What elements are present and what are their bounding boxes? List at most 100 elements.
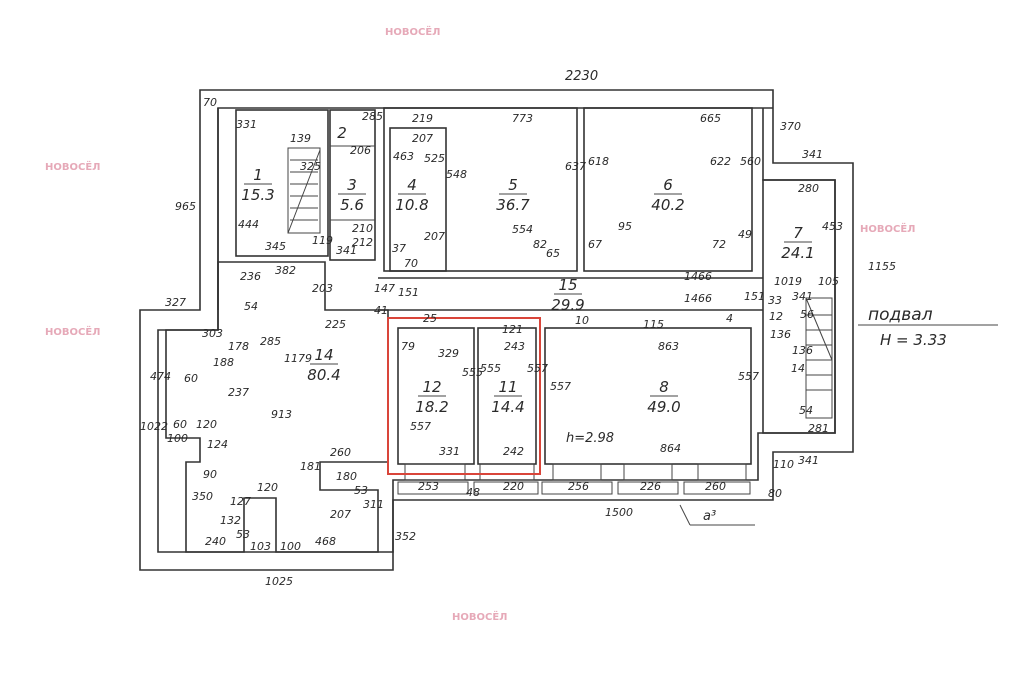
dimension-label: 243 (504, 340, 525, 353)
room-area: 10.8 (395, 196, 428, 214)
dimension-label: 41 (374, 304, 388, 317)
room-area: 24.1 (781, 244, 814, 262)
room-number: 3 (347, 176, 357, 194)
dimension-label: 100 (280, 540, 301, 553)
dimension-label: 220 (503, 480, 524, 493)
dimension-label: 474 (150, 370, 171, 383)
dimension-label: 56 (800, 308, 814, 321)
dimension-label: 90 (203, 468, 217, 481)
dimension-label: 260 (330, 446, 351, 459)
dimension-label: 72 (712, 238, 726, 251)
dimension-label: 48 (466, 486, 480, 499)
dimension-label: 965 (175, 200, 196, 213)
dimension-label: 10 (575, 314, 589, 327)
dimension-label: 370 (780, 120, 801, 133)
floor-label: подвал (868, 305, 933, 325)
dimension-label: 327 (165, 296, 186, 309)
room-number: 1 (253, 166, 263, 184)
room-number: 7 (793, 224, 803, 242)
inner-wall (157, 107, 836, 553)
room-area: 14.4 (491, 398, 524, 416)
dimension-label: 67 (588, 238, 602, 251)
dimension-label: 341 (336, 244, 357, 257)
room-area: 36.7 (496, 196, 530, 214)
dimension-label: 280 (798, 182, 819, 195)
dimension-label: 555 (480, 362, 501, 375)
dimension-label: 82 (533, 238, 547, 251)
watermark-logo: НОВОСЁЛ (452, 609, 507, 623)
dimension-label: 622 (710, 155, 731, 168)
room-number: 2 (337, 124, 347, 142)
dimension-label: 124 (207, 438, 228, 451)
room-area: 5.6 (340, 196, 364, 214)
dimension-label: 120 (257, 481, 278, 494)
axis-mark: а³ (703, 509, 716, 524)
dimension-label: 4 (726, 312, 733, 325)
axis-line (679, 504, 691, 526)
dimension-label: 468 (315, 535, 336, 548)
dimension-label: 212 (352, 236, 373, 249)
dimension-label: 206 (350, 144, 371, 157)
dimension-label: 260 (705, 480, 726, 493)
room-number: 12 (422, 378, 441, 396)
dimension-label: 325 (300, 160, 321, 173)
dimension-label: 237 (228, 386, 249, 399)
dimension-label: 210 (352, 222, 373, 235)
dimension-label: 207 (412, 132, 433, 145)
dimension-label: 285 (260, 335, 281, 348)
dimension-label: 253 (418, 480, 439, 493)
dimension-label: 1500 (605, 506, 633, 519)
dimension-label: 236 (240, 270, 261, 283)
dimension-label: 864 (660, 442, 681, 455)
dimension-label: 207 (330, 508, 351, 521)
dimension-label: 331 (236, 118, 257, 131)
dimension-label: 136 (792, 344, 813, 357)
dimension-label: 95 (618, 220, 632, 233)
dimension-label: 181 (300, 460, 321, 473)
dimension-label: 60 (173, 418, 187, 431)
dimension-label: 1025 (265, 575, 293, 588)
dimension-label: 54 (799, 404, 813, 417)
dimension-label: 219 (412, 112, 433, 125)
dimension-label: 79 (401, 340, 415, 353)
dimension-label: 242 (503, 445, 524, 458)
dimension-label: 139 (290, 132, 311, 145)
watermark-logo: НОВОСЁЛ (45, 159, 100, 173)
staircase-icon (805, 297, 833, 419)
dimension-label: 1179 (284, 352, 312, 365)
dimension-label: 178 (228, 340, 249, 353)
dimension-label: 1019 (774, 275, 802, 288)
dimension-label: 12 (769, 310, 783, 323)
dimension-label: 53 (236, 528, 250, 541)
room-number: 8 (659, 378, 669, 396)
dimension-label: 70 (404, 257, 418, 270)
dimension-label: 60 (184, 372, 198, 385)
room-8-height: h=2.98 (566, 431, 614, 446)
dimension-label: 110 (773, 458, 794, 471)
dimension-label: 147 (374, 282, 395, 295)
dimension-label: 120 (196, 418, 217, 431)
dimension-label: 119 (312, 234, 333, 247)
dimension-label: 151 (398, 286, 419, 299)
dimension-label: 773 (512, 112, 533, 125)
dimension-label: 33 (768, 294, 782, 307)
dimension-label: 453 (822, 220, 843, 233)
dimension-label: 14 (791, 362, 805, 375)
dimension-label: 203 (312, 282, 333, 295)
window-row (397, 463, 751, 495)
dimension-label: 132 (220, 514, 241, 527)
dimension-label: 444 (238, 218, 259, 231)
dimension-label: 382 (275, 264, 296, 277)
dimension-label: 1466 (684, 270, 712, 283)
dimension-label: 127 (230, 495, 251, 508)
dimension-label: 188 (213, 356, 234, 369)
dimension-label: 555 (462, 366, 483, 379)
room-area: 29.9 (551, 296, 584, 314)
outer-wall (139, 89, 854, 571)
room-2-3-walls (329, 109, 376, 261)
dimension-label: 37 (392, 242, 406, 255)
room-number: 11 (498, 378, 517, 396)
dimension-label: 180 (336, 470, 357, 483)
dimension-label: 65 (546, 247, 560, 260)
